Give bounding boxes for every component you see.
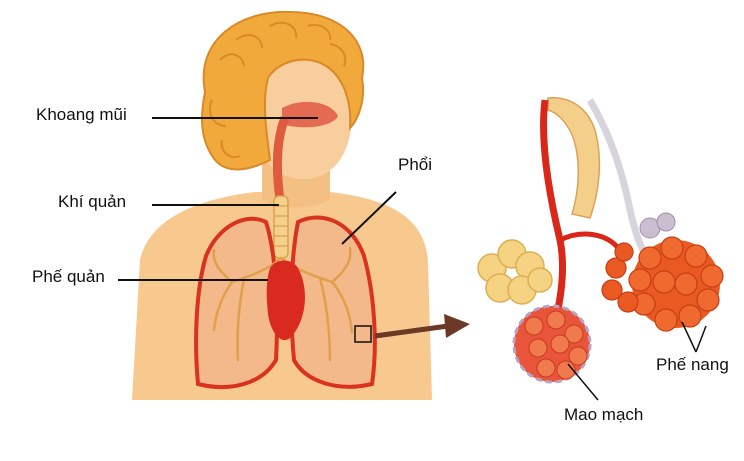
capillary-alveolus [514,306,590,382]
label-alveoli: Phế nang [656,355,729,375]
label-capillaries: Mao mạch [564,405,643,425]
label-lungs: Phổi [398,155,432,175]
label-nasal-cavity: Khoang mũi [36,105,127,125]
label-trachea: Khí quản [58,192,126,212]
pale-alveoli-cluster [478,240,552,304]
label-bronchi: Phế quản [32,267,105,287]
alveoli-cluster [602,213,723,331]
bronchiole [548,98,599,218]
